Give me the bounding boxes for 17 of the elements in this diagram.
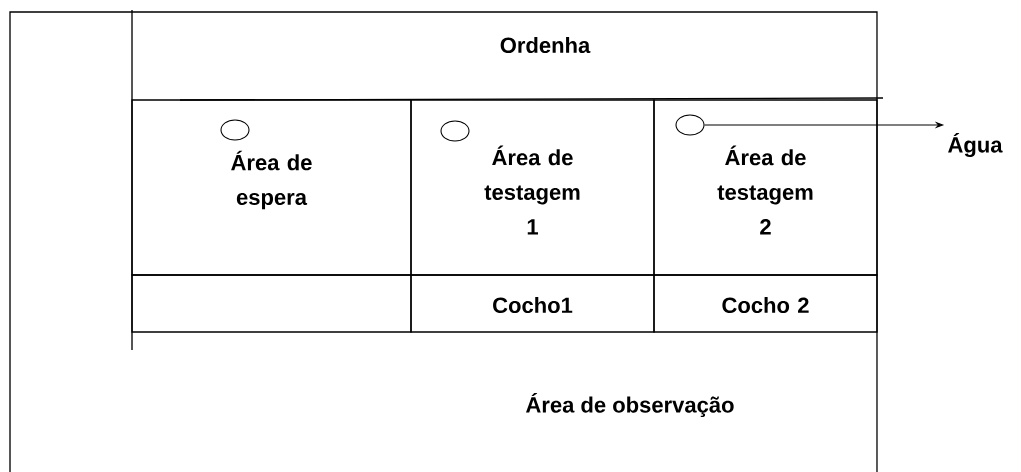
area-cell — [410, 99, 655, 276]
waterer-circle — [220, 119, 250, 141]
waterer-circle — [675, 114, 705, 136]
area-name: Área de testagem 2 — [717, 145, 813, 235]
trough-cell — [410, 274, 655, 333]
area-label: Área de observação — [526, 393, 734, 418]
area-label: Ordenha — [500, 36, 591, 54]
area-name: Cocho 2 — [722, 296, 809, 314]
area-cell — [653, 99, 878, 276]
area-name: Área de espera — [231, 150, 312, 210]
area-name: Cocho1 — [493, 296, 573, 314]
trough-cell — [131, 274, 412, 333]
area-name: Área de testagem 1 — [484, 145, 580, 235]
waterer-circle — [440, 120, 470, 142]
water-label: Água — [948, 132, 1003, 158]
area-cell — [131, 99, 412, 276]
trough-cell — [653, 274, 878, 333]
